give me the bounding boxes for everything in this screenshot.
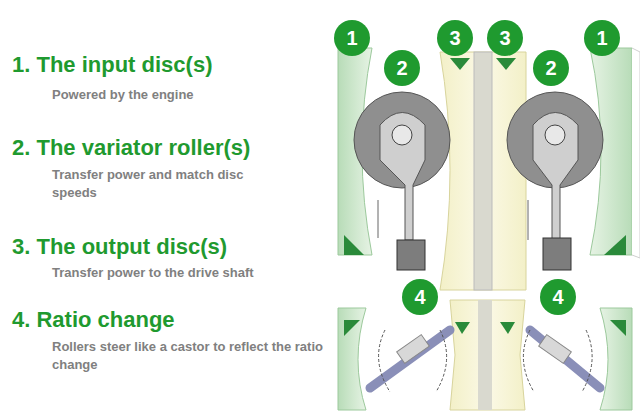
callout-number: 3	[437, 20, 473, 56]
callout-number: 4	[540, 279, 576, 315]
callout-number: 4	[402, 279, 438, 315]
item-heading: 4. Ratio change	[12, 307, 175, 333]
callout-number: 2	[384, 50, 420, 86]
callout-number: 2	[533, 50, 569, 86]
callout-number: 1	[334, 20, 370, 56]
item-description: Transfer power and match disc speeds	[52, 166, 257, 202]
item-heading: 2. The variator roller(s)	[12, 135, 250, 161]
item-description: Transfer power to the drive shaft	[52, 264, 282, 282]
callout-number: 3	[487, 20, 523, 56]
callout-number: 1	[584, 20, 620, 56]
item-heading: 1. The input disc(s)	[12, 52, 212, 78]
item-description: Powered by the engine	[52, 86, 252, 104]
item-description: Rollers steer like a castor to reflect t…	[52, 338, 327, 374]
item-heading: 3. The output disc(s)	[12, 234, 227, 260]
